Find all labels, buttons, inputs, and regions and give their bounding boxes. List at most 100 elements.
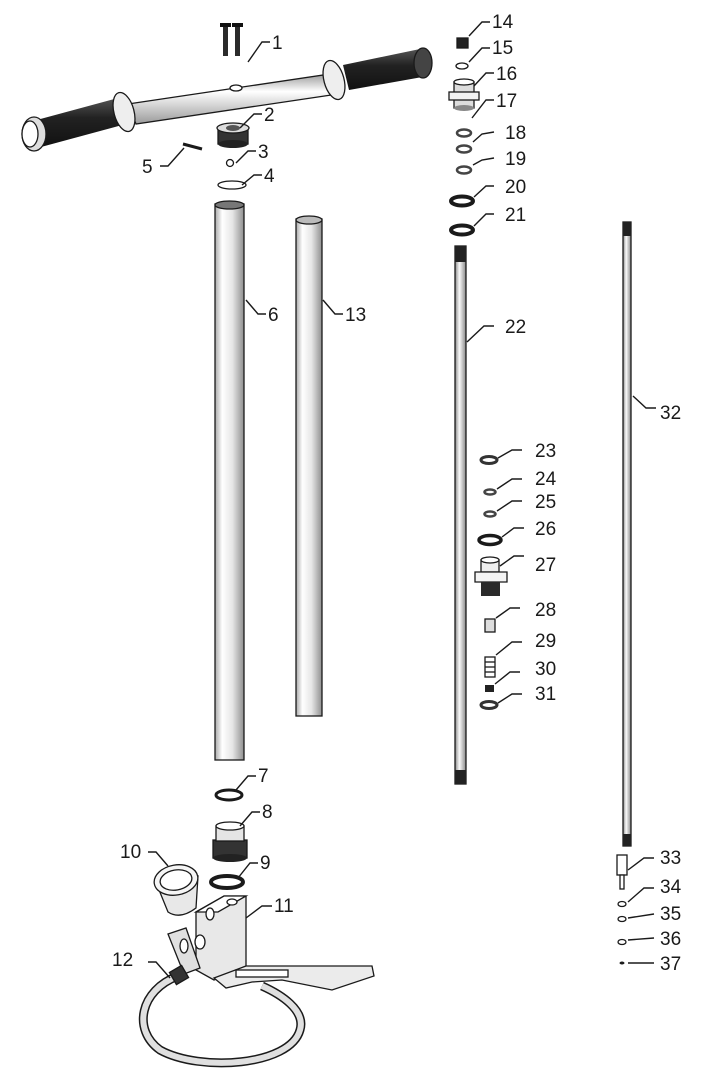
base-bracket-part bbox=[167, 895, 375, 991]
callout-label-26: 26 bbox=[535, 519, 556, 540]
washer-part-31 bbox=[479, 700, 499, 710]
callout-label-7: 7 bbox=[258, 766, 269, 787]
foot-cup-part bbox=[153, 864, 199, 916]
callout-label-6: 6 bbox=[268, 305, 279, 326]
callout-label-17: 17 bbox=[496, 91, 517, 112]
valve-stem-part bbox=[616, 854, 628, 890]
washer-part-17 bbox=[455, 128, 473, 138]
callout-label-32: 32 bbox=[660, 403, 681, 424]
callout-13: 13 bbox=[322, 299, 366, 326]
callout-label-21: 21 bbox=[505, 205, 526, 226]
callout-33: 33 bbox=[627, 848, 681, 871]
sleeve-part bbox=[484, 618, 496, 633]
handle-crossbar bbox=[127, 73, 339, 125]
callout-5: 5 bbox=[142, 147, 185, 178]
callout-7: 7 bbox=[235, 766, 269, 791]
check-valve-part bbox=[448, 78, 480, 111]
callout-8: 8 bbox=[239, 802, 273, 827]
callout-label-8: 8 bbox=[262, 802, 273, 823]
pin-part bbox=[182, 142, 203, 151]
callout-label-18: 18 bbox=[505, 123, 526, 144]
callout-24: 24 bbox=[496, 469, 557, 490]
long-rod-part bbox=[622, 221, 632, 847]
washer-part-24 bbox=[483, 488, 497, 496]
callout-23: 23 bbox=[497, 441, 556, 462]
callout-9: 9 bbox=[237, 853, 271, 879]
callout-37: 37 bbox=[628, 954, 681, 975]
o-ring-part-34 bbox=[617, 900, 627, 908]
t-handle-part bbox=[21, 23, 433, 152]
callout-label-11: 11 bbox=[274, 896, 294, 917]
callout-6: 6 bbox=[245, 299, 279, 326]
o-ring-part-4 bbox=[217, 180, 247, 190]
callout-label-27: 27 bbox=[535, 555, 556, 576]
callout-label-25: 25 bbox=[535, 492, 556, 513]
callout-label-31: 31 bbox=[535, 684, 556, 705]
callout-22: 22 bbox=[466, 317, 526, 343]
callout-label-37: 37 bbox=[660, 954, 681, 975]
hose-part bbox=[138, 964, 306, 1068]
callout-label-14: 14 bbox=[492, 12, 514, 33]
callout-11: 11 bbox=[245, 896, 294, 919]
callout-1: 1 bbox=[247, 33, 283, 63]
callout-27: 27 bbox=[499, 555, 556, 576]
handle-adapter-part bbox=[216, 122, 250, 148]
callout-17: 17 bbox=[471, 91, 517, 119]
o-ring-part-7 bbox=[214, 788, 244, 802]
callout-label-2: 2 bbox=[264, 105, 275, 126]
left-grip bbox=[21, 91, 136, 152]
callout-3: 3 bbox=[235, 142, 269, 164]
callout-28: 28 bbox=[495, 600, 556, 621]
callout-label-3: 3 bbox=[258, 142, 269, 163]
callout-label-13: 13 bbox=[345, 305, 366, 326]
washer-part-18 bbox=[455, 144, 473, 154]
callout-label-5: 5 bbox=[142, 157, 153, 178]
callout-label-30: 30 bbox=[535, 659, 556, 680]
washer-part-19 bbox=[455, 165, 473, 175]
cap-part bbox=[456, 37, 469, 49]
callout-label-34: 34 bbox=[660, 877, 682, 898]
piston-head-part bbox=[474, 556, 508, 596]
callout-26: 26 bbox=[501, 519, 556, 540]
spring-part bbox=[484, 656, 496, 678]
callout-16: 16 bbox=[473, 64, 517, 87]
seal-part-21 bbox=[449, 223, 475, 237]
right-grip bbox=[322, 47, 433, 101]
seal-part-20 bbox=[449, 194, 475, 208]
callout-label-9: 9 bbox=[260, 853, 271, 874]
callout-label-23: 23 bbox=[535, 441, 556, 462]
callout-label-4: 4 bbox=[264, 166, 275, 187]
callout-label-29: 29 bbox=[535, 631, 556, 652]
plug-part bbox=[485, 685, 494, 692]
callout-15: 15 bbox=[468, 38, 513, 63]
callout-2: 2 bbox=[239, 105, 275, 129]
seal-part-23 bbox=[479, 455, 499, 465]
callout-19: 19 bbox=[472, 149, 526, 170]
callout-label-15: 15 bbox=[492, 38, 513, 59]
handle-screws bbox=[220, 23, 243, 56]
callout-14: 14 bbox=[468, 12, 514, 37]
piston-rod-part bbox=[454, 245, 467, 785]
callout-label-22: 22 bbox=[505, 317, 526, 338]
base-nut-part bbox=[212, 821, 248, 862]
inner-tube-part bbox=[295, 215, 323, 717]
callout-35: 35 bbox=[627, 904, 681, 925]
callout-12: 12 bbox=[112, 950, 171, 979]
washer-part-25 bbox=[483, 510, 497, 518]
callout-labels: 1 2 3 4 5 6 7 8 bbox=[112, 12, 682, 979]
callout-label-33: 33 bbox=[660, 848, 681, 869]
callout-30: 30 bbox=[494, 659, 556, 685]
callout-label-12: 12 bbox=[112, 950, 133, 971]
callout-20: 20 bbox=[473, 177, 526, 198]
callout-18: 18 bbox=[472, 123, 526, 144]
callout-label-1: 1 bbox=[272, 33, 283, 54]
o-ring-part-9 bbox=[209, 874, 245, 890]
callout-label-24: 24 bbox=[535, 469, 557, 490]
callout-label-36: 36 bbox=[660, 929, 681, 950]
callout-36: 36 bbox=[627, 929, 681, 950]
o-ring-part-35 bbox=[617, 915, 627, 923]
ball-part bbox=[225, 158, 235, 168]
callout-21: 21 bbox=[473, 205, 526, 227]
callout-4: 4 bbox=[241, 166, 275, 187]
o-ring-part-36 bbox=[617, 938, 627, 946]
